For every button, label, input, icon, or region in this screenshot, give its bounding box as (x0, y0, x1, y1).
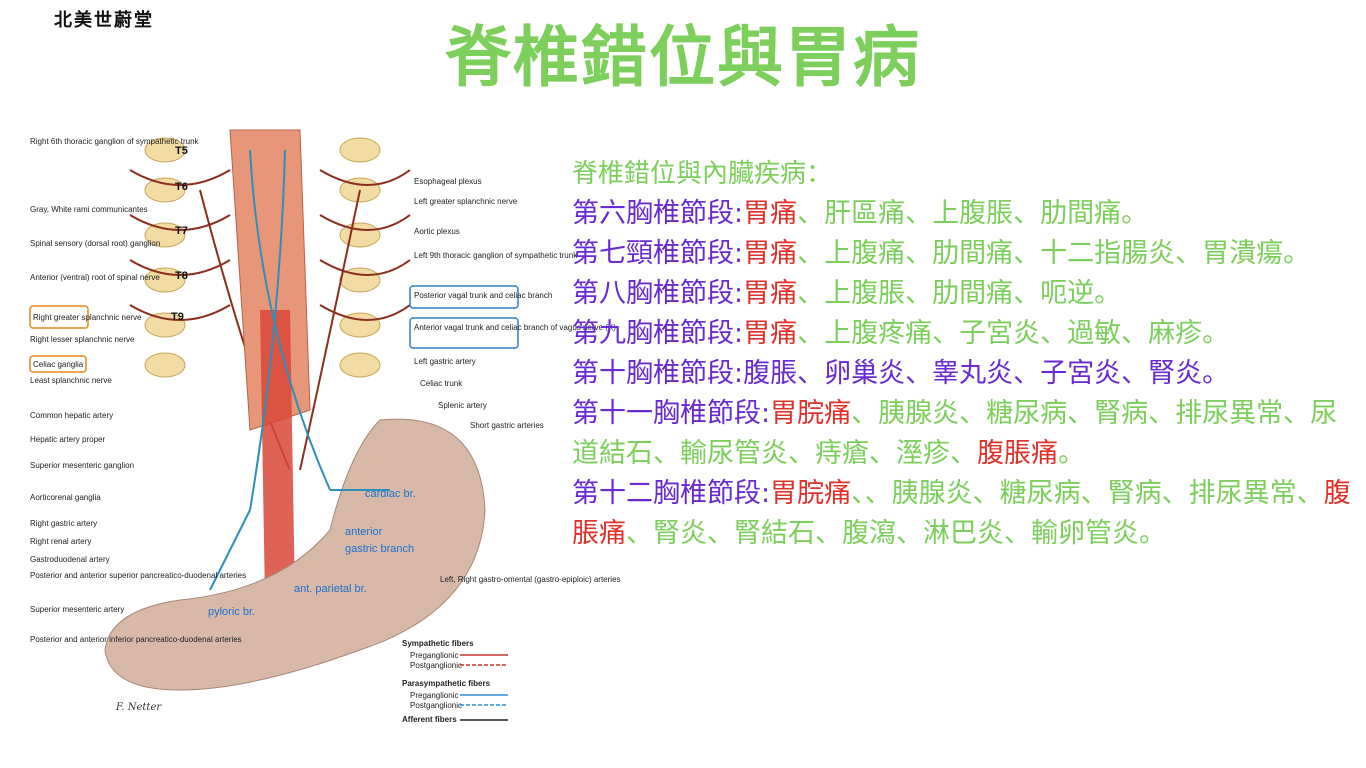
legend-sympathetic: Sympathetic fibers (402, 639, 474, 648)
list-item-t11: 第十一胸椎節段:胃脘痛、胰腺炎、糖尿病、腎病、排尿異常、尿道結石、輸尿管炎、痔瘡… (572, 394, 1358, 474)
legend-parasympathetic: Parasympathetic fibers (402, 679, 491, 688)
aorta (260, 310, 295, 600)
segment-label: 第十二胸椎節段: (572, 478, 771, 509)
list-heading: 脊椎錯位與內臟疾病： (572, 159, 833, 189)
stomach (104, 418, 486, 691)
legend-sym-pre: Preganglionic (410, 651, 458, 660)
symptom-highlight: 胃痛 (743, 278, 798, 309)
list-item-t6: 第六胸椎節段:胃痛、肝區痛、上腹脹、肋間痛。 (572, 194, 1358, 234)
label-gastro-omental: Left, Right gastro-omental (gastro-epipl… (440, 575, 621, 584)
label-anterior: anterior (345, 526, 383, 538)
label-splenic-artery: Splenic artery (438, 401, 487, 410)
label-ant-parietal-branch: ant. parietal br. (294, 583, 367, 595)
label-right-gastric: Right gastric artery (30, 519, 97, 528)
symptom-highlight: 胃痛 (743, 238, 798, 269)
symptom-highlight: 胃痛 (743, 198, 798, 229)
label-left-gastric: Left gastric artery (414, 357, 476, 366)
highlight-box-celiac (29, 355, 87, 373)
list-item-c7: 第七頸椎節段:胃痛、上腹痛、肋間痛、十二指腸炎、胃潰瘍。 (572, 234, 1358, 274)
label-celiac-ganglia: Celiac ganglia (33, 360, 84, 369)
list-item-t12: 第十二胸椎節段:胃脘痛、、胰腺炎、糖尿病、腎病、排尿異常、腹脹痛、腎炎、腎結石、… (572, 474, 1358, 554)
label-sup-pancreaticoduodenal: Posterior and anterior superior pancreat… (30, 571, 246, 580)
label-superior-mesenteric-ganglion: Superior mesenteric ganglion (30, 461, 134, 470)
symptom-tail: 、腎炎、腎結石、腹瀉、淋巴炎、輸卵管炎。 (626, 518, 1166, 549)
label-pyloric-branch: pyloric br. (208, 606, 255, 618)
label-aortic-plexus: Aortic plexus (414, 227, 460, 236)
symptom-rest: 、上腹痛、肋間痛、十二指腸炎、胃潰瘍。 (797, 238, 1311, 269)
vertebra-label-t8: T8 (175, 270, 188, 282)
label-short-gastric: Short gastric arteries (470, 421, 544, 430)
segment-label: 第十一胸椎節段: (572, 398, 771, 429)
label-anterior-root: Anterior (ventral) root of spinal nerve (30, 273, 160, 282)
list-item-t8: 第八胸椎節段:胃痛、上腹脹、肋間痛、呃逆。 (572, 274, 1358, 314)
symptom-highlight: 胃痛 (743, 318, 798, 349)
symptom-tail: 。 (1058, 438, 1085, 469)
label-left-9th-ganglion: Left 9th thoracic ganglion of sympatheti… (414, 251, 578, 260)
label-left-greater-splanchnic: Left greater splanchnic nerve (414, 197, 518, 206)
vertebra-label-t5: T5 (175, 145, 188, 157)
symptom-highlight-2: 腹脹痛 (977, 438, 1058, 469)
highlight-box-splanchnic (29, 305, 89, 329)
legend-para-post: Postganglionic (410, 701, 462, 710)
anatomy-illustration: T5 T6 T7 T8 T9 Right 6th thoracic gangli… (29, 129, 621, 730)
anatomy-svg: T5 T6 T7 T8 T9 Right 6th thoracic gangli… (29, 129, 621, 724)
label-superior-mesenteric-artery: Superior mesenteric artery (30, 605, 124, 614)
symptom-highlight: 胃脘痛 (770, 398, 852, 429)
label-cardiac-branch: cardiac br. (365, 488, 416, 500)
label-esophageal-plexus: Esophageal plexus (414, 177, 482, 186)
legend-sym-post: Postganglionic (410, 661, 462, 670)
symptom-rest: 腹脹、卵巢炎、睾丸炎、子宮炎、腎炎。 (743, 358, 1230, 389)
label-right-6th-ganglion: Right 6th thoracic ganglion of sympathet… (30, 137, 200, 146)
label-rami: Gray, White rami communicantes (30, 205, 148, 214)
brand-logo-text: 北美世蔚堂 (54, 10, 154, 31)
label-gastric-branch: gastric branch (345, 543, 414, 555)
label-gastroduodenal: Gastroduodenal artery (30, 555, 110, 564)
symptom-rest: 、肝區痛、上腹脹、肋間痛。 (797, 198, 1149, 229)
figure-legend: Sympathetic fibers Preganglionic Postgan… (402, 639, 508, 724)
label-spinal-sensory: Spinal sensory (dorsal root) ganglion (30, 239, 160, 248)
label-right-renal: Right renal artery (30, 537, 91, 546)
segment-label: 第九胸椎節段: (572, 318, 744, 349)
segment-label: 第六胸椎節段: (572, 198, 744, 229)
label-right-lesser-splanchnic: Right lesser splanchnic nerve (30, 335, 135, 344)
label-posterior-vagal: Posterior vagal trunk and celiac branch (414, 291, 552, 300)
symptom-highlight-2: 腹脹痛 (572, 478, 1351, 549)
label-celiac-trunk: Celiac trunk (420, 379, 463, 388)
symptom-rest: 、胰腺炎、糖尿病、腎病、排尿異常、尿道結石、輸尿管炎、痔瘡、溼疹、 (572, 398, 1338, 469)
vagus-fibers (209, 149, 390, 591)
segment-label: 第十胸椎節段: (572, 358, 744, 389)
disease-list: 脊椎錯位與內臟疾病： 第六胸椎節段:胃痛、肝區痛、上腹脹、肋間痛。 第七頸椎節段… (572, 154, 1358, 554)
symptom-highlight: 胃脘痛 (770, 478, 852, 509)
segment-label: 第八胸椎節段: (572, 278, 744, 309)
legend-afferent: Afferent fibers (402, 715, 457, 724)
right-labels: Esophageal plexus Left greater splanchni… (409, 177, 621, 584)
label-aorticorenal: Aorticorenal ganglia (30, 493, 101, 502)
vertebra-label-t7: T7 (175, 225, 188, 237)
symptom-rest: 、上腹脹、肋間痛、呃逆。 (797, 278, 1122, 309)
page-title: 脊椎錯位與胃病 (445, 19, 921, 96)
segment-label: 第七頸椎節段: (572, 238, 744, 269)
label-hepatic-proper: Hepatic artery proper (30, 435, 105, 444)
label-least-splanchnic: Least splanchnic nerve (30, 376, 112, 385)
symptom-rest: 、上腹疼痛、子宮炎、過敏、麻疹。 (797, 318, 1230, 349)
left-labels: Right 6th thoracic ganglion of sympathet… (29, 137, 246, 644)
label-right-greater-splanchnic: Right greater splanchnic nerve (33, 313, 142, 322)
label-anterior-vagal: Anterior vagal trunk and celiac branch o… (414, 323, 616, 332)
highlight-box-posterior-vagal (409, 285, 519, 309)
symptom-rest: 、、胰腺炎、糖尿病、腎病、排尿異常、 (851, 478, 1324, 509)
artist-signature: F. Netter (115, 702, 162, 713)
highlight-box-anterior-vagal (409, 317, 519, 349)
list-item-t9: 第九胸椎節段:胃痛、上腹疼痛、子宮炎、過敏、麻疹。 (572, 314, 1358, 354)
label-common-hepatic: Common hepatic artery (30, 411, 113, 420)
vertebra-label-t6: T6 (175, 181, 188, 193)
legend-para-pre: Preganglionic (410, 691, 458, 700)
label-inf-pancreaticoduodenal: Posterior and anterior inferior pancreat… (30, 635, 242, 644)
vertebra-label-t9: T9 (171, 311, 184, 323)
list-item-t10: 第十胸椎節段:腹脹、卵巢炎、睾丸炎、子宮炎、腎炎。 (572, 354, 1358, 394)
